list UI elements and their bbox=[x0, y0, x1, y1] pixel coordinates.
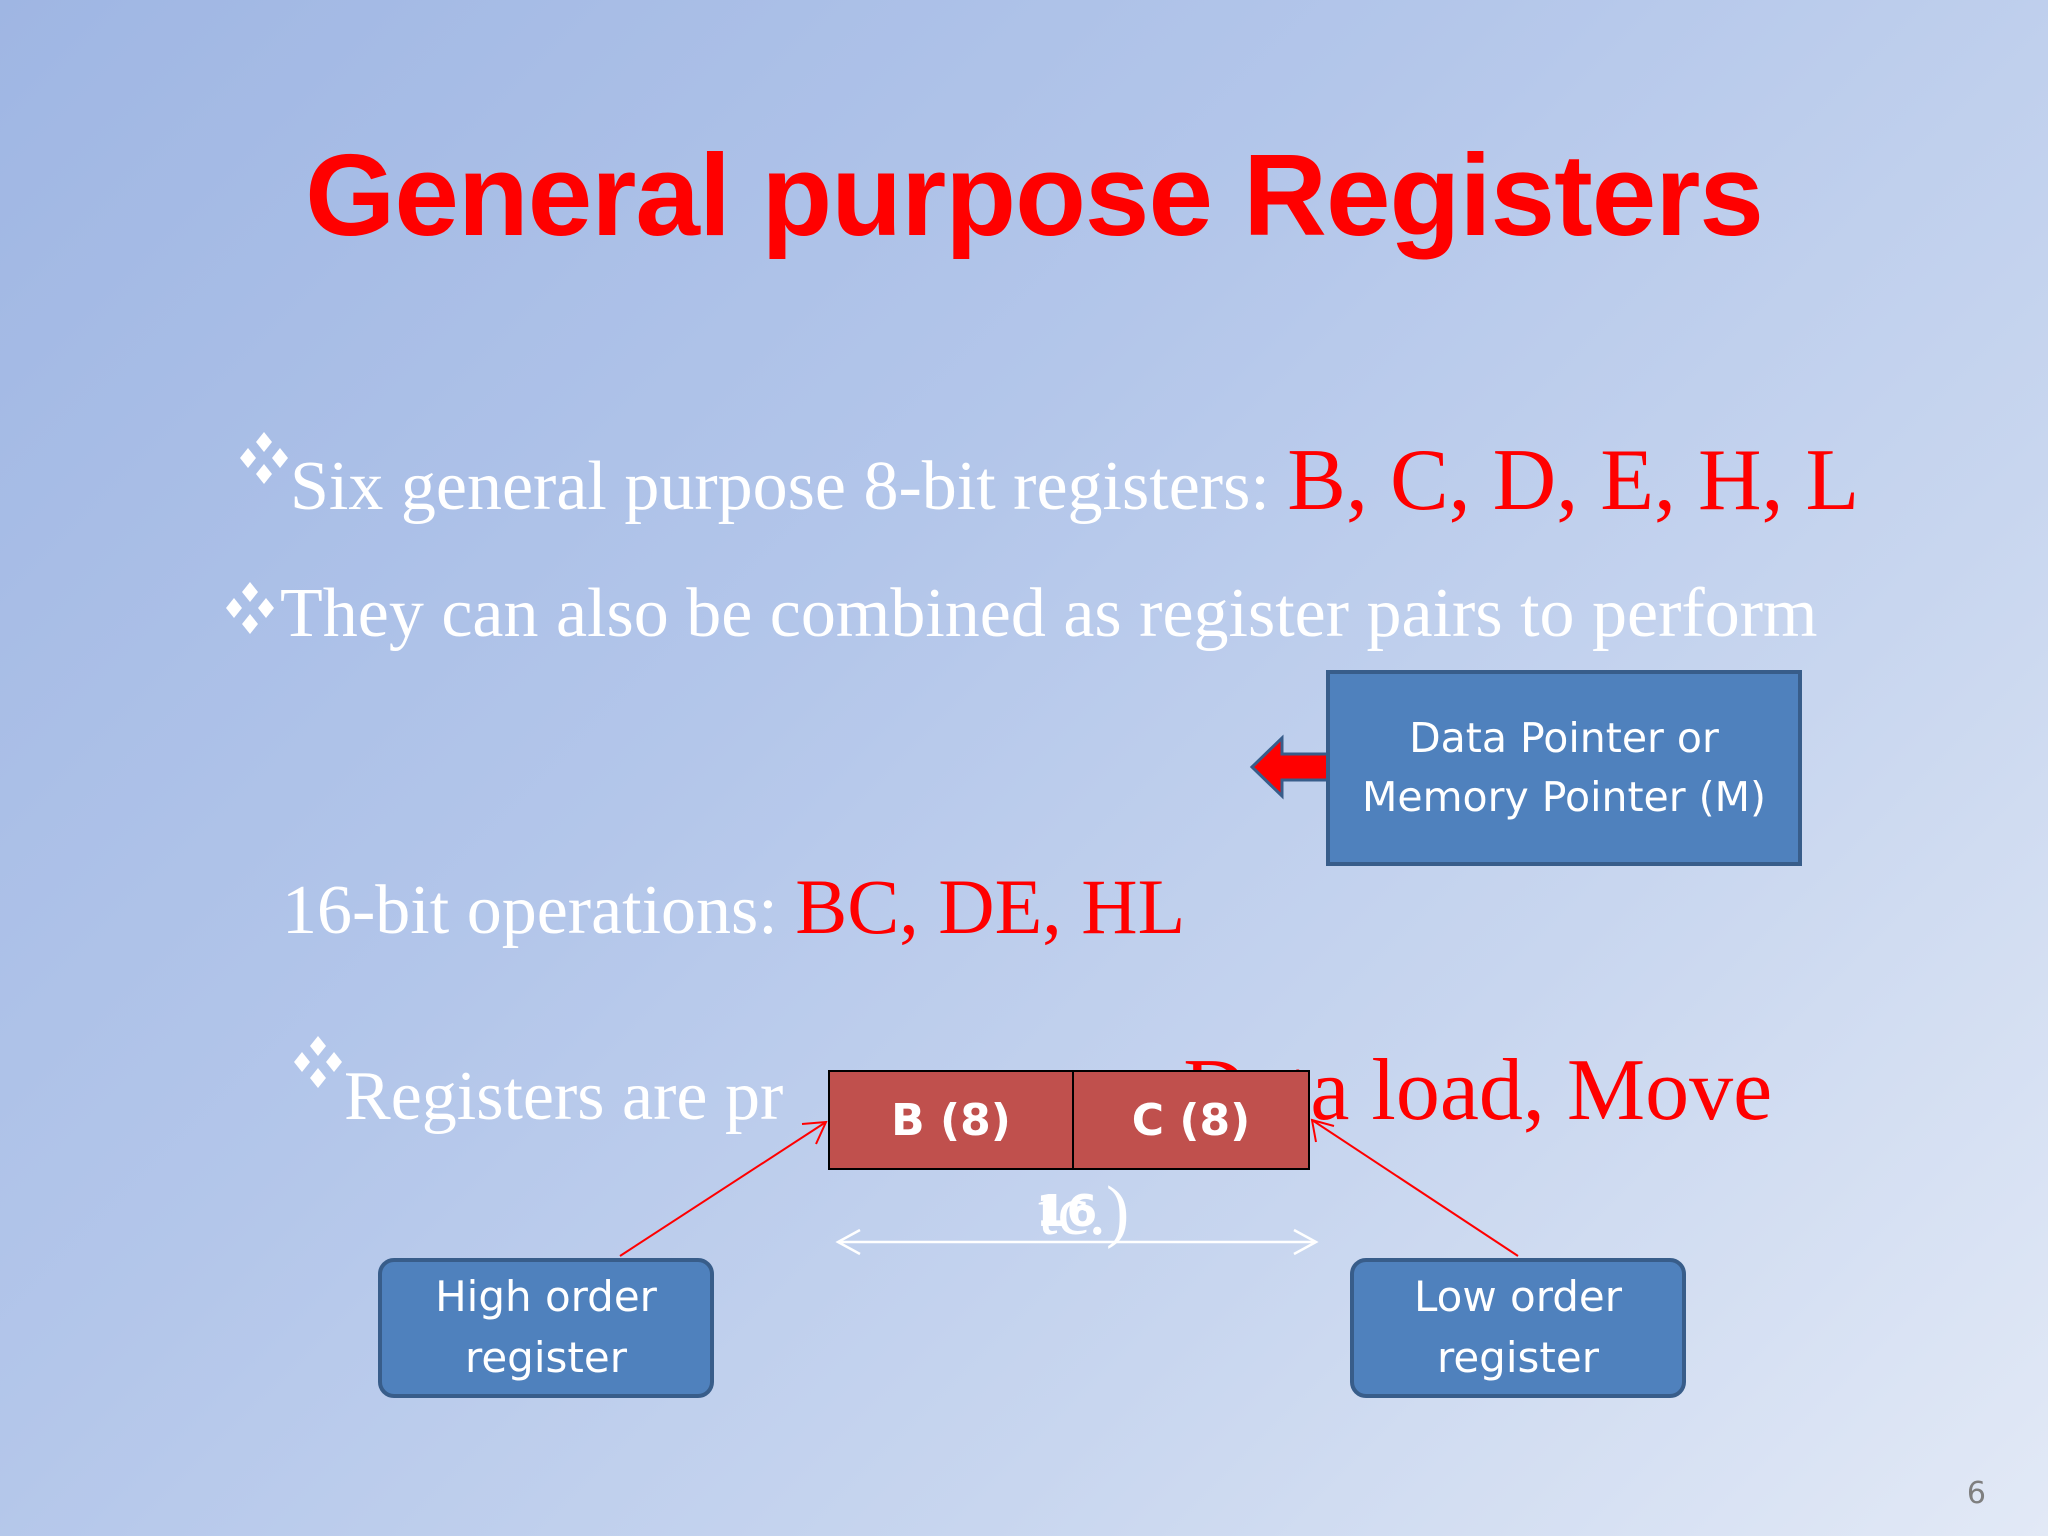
high-order-connector-line bbox=[619, 1121, 827, 1257]
high-order-arrowhead bbox=[801, 1120, 828, 1145]
bullet-line-3-continued: tc.) bbox=[1038, 1173, 1130, 1250]
high-order-register-label: High order register bbox=[435, 1272, 657, 1382]
memory-pointer-callout: Data Pointer or Memory Pointer (M) bbox=[1326, 670, 1802, 866]
register-c-cell: C (8) bbox=[1072, 1070, 1310, 1170]
memory-pointer-label: Data Pointer or Memory Pointer (M) bbox=[1361, 713, 1767, 821]
low-order-connector-line bbox=[1311, 1119, 1519, 1257]
bullet-3-text: Registers are pr bbox=[344, 1058, 784, 1135]
register-b-label: B (8) bbox=[891, 1094, 1011, 1146]
bullet-line-1: Six general purpose 8-bit registers: B, … bbox=[290, 430, 1859, 531]
low-order-register-callout: Low order register bbox=[1350, 1258, 1686, 1398]
width-dimension-arrow bbox=[835, 1228, 1319, 1256]
high-order-register-callout: High order register bbox=[378, 1258, 714, 1398]
diamond-bullet-icon bbox=[220, 580, 280, 640]
page-number: 6 bbox=[1966, 1476, 1986, 1511]
low-order-register-label: Low order register bbox=[1413, 1272, 1623, 1382]
register-c-label: C (8) bbox=[1131, 1094, 1251, 1146]
bullet-line-2: They can also be combined as register pa… bbox=[280, 575, 1818, 652]
register-b-cell: B (8) bbox=[828, 1070, 1074, 1170]
register-pair-width-label: 16 bbox=[1036, 1186, 1098, 1237]
bullet-2-highlight: BC, DE, HL bbox=[795, 863, 1186, 950]
bullet-1-text: Six general purpose 8-bit registers: bbox=[290, 448, 1288, 525]
bullet-2-cont-text: 16-bit operations: bbox=[282, 872, 796, 949]
bullet-line-2-continued: 16-bit operations: BC, DE, HL bbox=[282, 862, 1185, 952]
diamond-bullet-icon bbox=[234, 430, 294, 490]
low-order-arrowhead bbox=[1310, 1118, 1335, 1143]
bullet-1-highlight: B, C, D, E, H, L bbox=[1287, 432, 1860, 529]
diamond-bullet-icon bbox=[288, 1034, 348, 1094]
slide-title: General purpose Registers bbox=[305, 130, 1764, 260]
